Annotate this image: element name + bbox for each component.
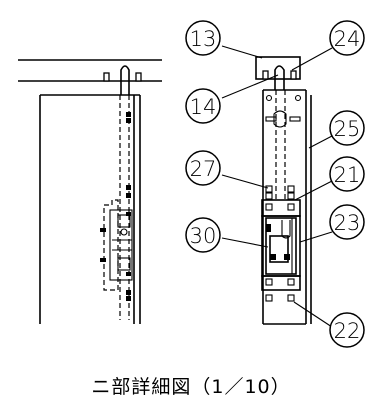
callout-22-label: 22 xyxy=(334,319,361,343)
callout-30-label: 30 xyxy=(190,224,217,248)
callout-24-label: 24 xyxy=(334,27,361,51)
callout-25-label: 25 xyxy=(334,117,361,141)
callout-23: 23 xyxy=(329,204,365,240)
leader-lines xyxy=(221,45,333,328)
elevation-view xyxy=(18,59,162,324)
callout-30: 30 xyxy=(185,217,221,253)
callout-22: 22 xyxy=(329,312,365,348)
callout-21: 21 xyxy=(329,156,365,192)
callout-24: 24 xyxy=(329,20,365,56)
callout-23-label: 23 xyxy=(334,211,361,235)
callout-14-label: 14 xyxy=(190,95,217,119)
callout-13: 13 xyxy=(185,20,221,56)
callout-14: 14 xyxy=(185,88,221,124)
callout-27-label: 27 xyxy=(190,157,217,181)
drawing-caption: ニ部詳細図（1／10） xyxy=(91,376,291,398)
section-view xyxy=(255,56,312,325)
callout-27: 27 xyxy=(185,150,221,186)
callout-25: 25 xyxy=(329,110,365,146)
callout-13-label: 13 xyxy=(190,27,217,51)
callout-21-label: 21 xyxy=(334,163,361,187)
